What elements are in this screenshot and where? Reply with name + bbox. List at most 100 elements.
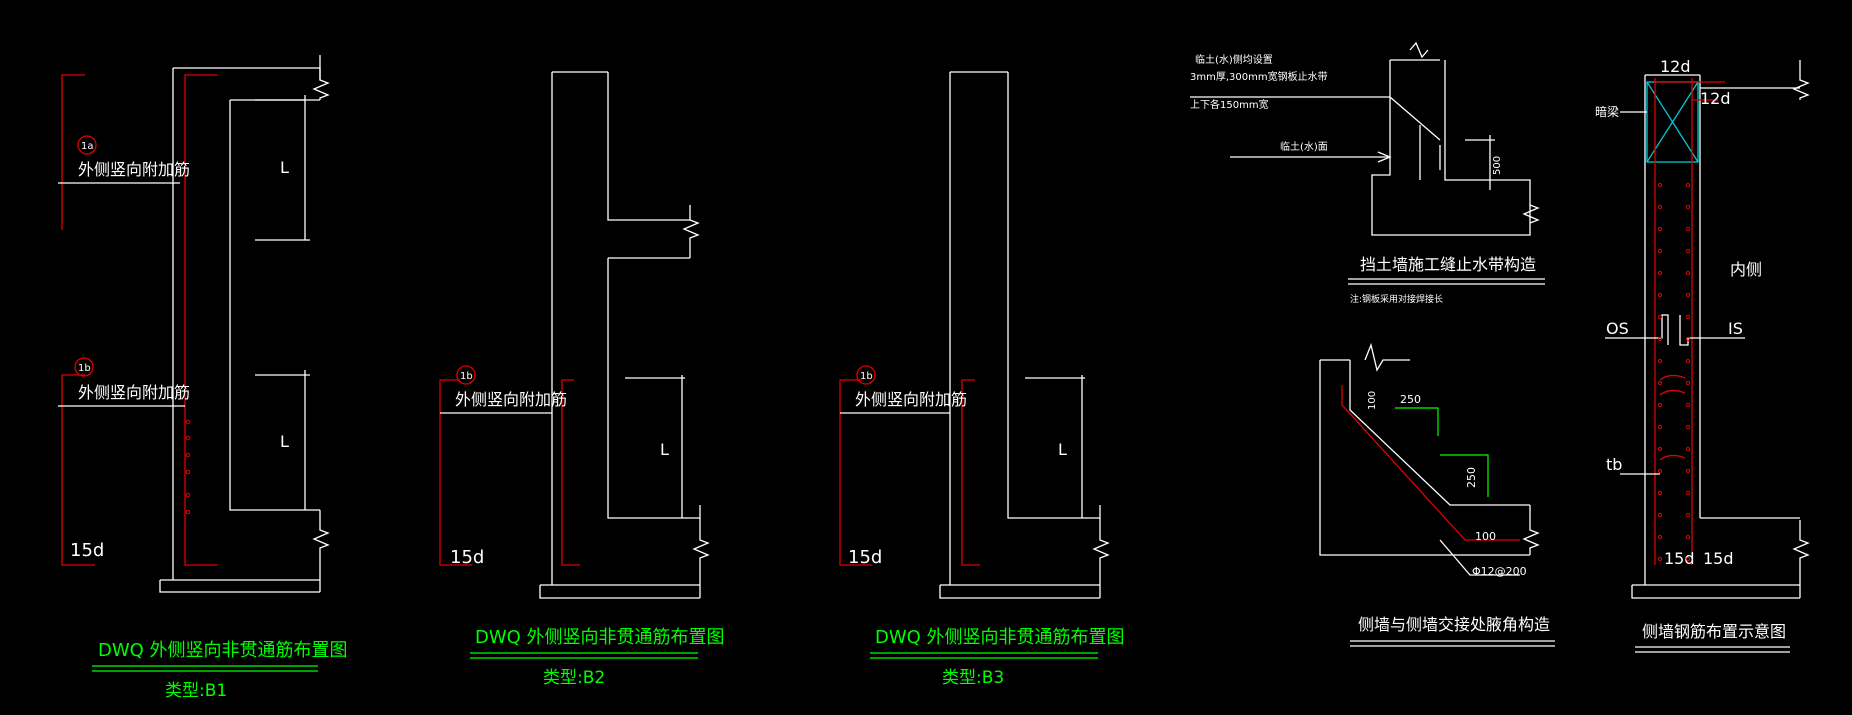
- sidewall-rebar-dot: [1657, 314, 1663, 320]
- waterstop-arrow: [1377, 151, 1392, 163]
- b1-label-1a: 外侧竖向附加筋: [78, 160, 190, 179]
- sidewall-rebar-dot: [1685, 512, 1691, 518]
- b1-dim-lines: [255, 95, 310, 510]
- haunch-dim-250b: 250: [1465, 467, 1478, 488]
- b1-tag-1b: 1b: [78, 363, 91, 374]
- sidewall-hooks: [1659, 374, 1686, 461]
- sidewall-rebar-dot: [1685, 534, 1691, 540]
- b1-break-bottom: [312, 510, 330, 592]
- b2-dim-15d: 15d: [450, 547, 484, 568]
- sidewall-rebar-dot: [1657, 424, 1663, 430]
- waterstop-dim-500-text: 500: [1492, 156, 1503, 175]
- b1-rebar-dot: [185, 492, 191, 498]
- sidewall-rebar-dot: [1685, 204, 1691, 210]
- b1-tag-1a: 1a: [81, 141, 94, 152]
- b1-dim-L-top: L: [280, 158, 289, 177]
- b1-tag-1b-circle: [74, 357, 94, 377]
- b1-rebar-left: [61, 74, 95, 566]
- sidewall-rebar-dot: [1685, 446, 1691, 452]
- b1-label-1b: 外侧竖向附加筋: [78, 383, 190, 402]
- b1-dim-15d: 15d: [70, 540, 104, 561]
- b3-tag-1b: 1b: [860, 371, 873, 382]
- haunch-title-underline: [1350, 640, 1555, 647]
- sidewall-rebar: [1654, 78, 1725, 565]
- waterstop-break-right: [1522, 204, 1540, 224]
- b2-label-1b: 外侧竖向附加筋: [455, 390, 567, 409]
- b1-rebar-dot: [185, 509, 191, 515]
- b1-rebar-right: [184, 74, 218, 566]
- waterstop-sub: 注:钢板采用对接焊接长: [1350, 293, 1443, 305]
- b1-leaders: [58, 182, 185, 407]
- sidewall-rebar-dot: [1657, 468, 1663, 474]
- sidewall-break-top: [1792, 60, 1810, 100]
- b2-break-mid: [682, 205, 700, 258]
- haunch-green-dims: [1395, 407, 1489, 497]
- waterstop-dim-500: [1465, 135, 1495, 190]
- b2-dim-L: L: [660, 440, 669, 459]
- sidewall-rebar-dot: [1657, 402, 1663, 408]
- b2-tag-1b: 1b: [460, 371, 473, 382]
- sidewall-rebar-dot: [1657, 270, 1663, 276]
- b2-title-underline: [470, 652, 698, 659]
- b1-rebar-dot: [185, 435, 191, 441]
- b1-wall-outline: [159, 67, 321, 593]
- waterstop-note1: 临土(水)侧均设置: [1195, 53, 1273, 66]
- waterstop-note2: 3mm厚,300mm宽钢板止水带: [1190, 70, 1328, 83]
- sidewall-rebar-dot: [1657, 226, 1663, 232]
- haunch-break-top: [1320, 342, 1410, 372]
- sidewall-tb: tb: [1606, 455, 1622, 474]
- sidewall-rebar-dot: [1685, 468, 1691, 474]
- b2-title: DWQ 外侧竖向非贯通筋布置图: [475, 627, 725, 648]
- b2-tag-1b-circle: [456, 365, 476, 385]
- panel-b2: L 1b 外侧竖向附加筋 15d DWQ 外侧竖向非贯通筋布置图 类型:B2: [439, 71, 725, 688]
- b1-break-top: [312, 55, 330, 100]
- haunch-title: 侧墙与侧墙交接处腋角构造: [1358, 615, 1550, 634]
- sidewall-rebar-dot: [1685, 380, 1691, 386]
- b1-rebar-dot: [185, 419, 191, 425]
- sidewall-rebar-dot: [1657, 512, 1663, 518]
- sidewall-rebar-dot: [1685, 336, 1691, 342]
- sidewall-rebar-dots: [1657, 182, 1691, 562]
- b3-title-underline: [870, 652, 1098, 659]
- b1-title: DWQ 外侧竖向非贯通筋布置图: [98, 640, 348, 661]
- sidewall-rebar-dot: [1685, 314, 1691, 320]
- panel-b1: L L 1a 外侧竖向附加筋 1b 外侧竖向附加筋 15d DWQ 外侧竖向非贯…: [58, 55, 348, 701]
- sidewall-rebar-dot: [1685, 226, 1691, 232]
- b2-break-bottom: [692, 505, 710, 598]
- sidewall-rebar-dot: [1685, 270, 1691, 276]
- b2-dim-lines: [625, 375, 685, 518]
- sidewall-dim-12d-right: 12d: [1700, 89, 1731, 108]
- waterstop-title-underline: [1348, 278, 1545, 285]
- sidewall-os: OS: [1606, 319, 1629, 338]
- panel-b3: L 1b 外侧竖向附加筋 15d DWQ 外侧竖向非贯通筋布置图 类型:B3: [839, 71, 1125, 688]
- sidewall-inner-label: 内侧: [1730, 260, 1762, 279]
- b3-break-bottom: [1092, 505, 1110, 598]
- sidewall-rebar-dot: [1685, 182, 1691, 188]
- b2-type: 类型:B2: [543, 668, 605, 688]
- haunch-leader: [1439, 539, 1520, 576]
- sidewall-rebar-dot: [1685, 292, 1691, 298]
- b1-title-underline: [92, 665, 318, 672]
- sidewall-rebar-dot: [1657, 446, 1663, 452]
- b3-tag-1b-circle: [856, 365, 876, 385]
- sidewall-rebar-dot: [1657, 182, 1663, 188]
- b1-type: 类型:B1: [165, 681, 227, 701]
- waterstop-note3: 上下各150mm宽: [1190, 98, 1269, 111]
- haunch-dim-100b: 100: [1475, 530, 1496, 543]
- haunch-rebar-spec: Φ12@200: [1472, 565, 1527, 578]
- b1-rebar-dot: [185, 452, 191, 458]
- sidewall-beam-label: 暗梁: [1595, 104, 1619, 119]
- haunch-dim-100a: 100: [1367, 391, 1378, 410]
- waterstop-detail: 500 临土(水)侧均设置 3mm厚,300mm宽钢板止水带 上下各150mm宽…: [1190, 41, 1545, 305]
- haunch-dim-250a: 250: [1400, 393, 1421, 406]
- waterstop-break-top: [1409, 41, 1429, 59]
- sidewall-rebar-dot: [1657, 490, 1663, 496]
- sidewall-rebar-dot: [1657, 556, 1663, 562]
- b3-label-1b: 外侧竖向附加筋: [855, 390, 967, 409]
- sidewall-rebar-dot: [1685, 490, 1691, 496]
- sidewall-title-underline: [1635, 646, 1790, 653]
- b3-dim-lines: [1025, 375, 1085, 518]
- sidewall-dim-12d-top: 12d: [1660, 57, 1691, 76]
- b3-dim-15d: 15d: [848, 547, 882, 568]
